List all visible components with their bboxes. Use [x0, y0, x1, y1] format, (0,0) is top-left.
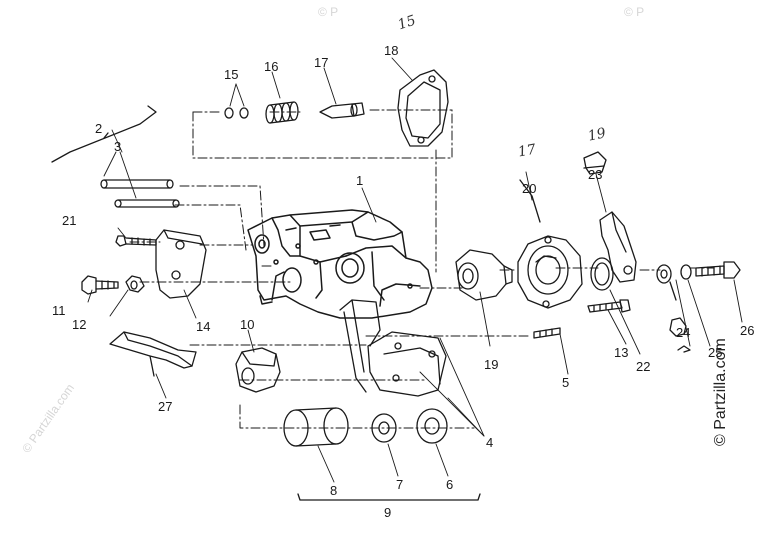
bracket-2 [51, 105, 157, 163]
spring-16 [265, 101, 299, 124]
alignment-lines [129, 109, 715, 429]
clip-25 [677, 264, 692, 353]
callout-25: 25 [708, 345, 723, 360]
washer-6 [416, 408, 448, 444]
callout-2: 2 [95, 121, 103, 136]
callout-1: 1 [356, 173, 364, 188]
callout-23: 23 [588, 167, 603, 182]
sleeve-8 [283, 407, 349, 447]
callout-19: 19 [484, 357, 499, 372]
pins-3 [100, 179, 180, 208]
lever-23 [583, 151, 637, 283]
callout-15: 15 [224, 67, 239, 82]
handwritten-note-23: 19 [586, 125, 608, 145]
cover-20 [517, 179, 583, 309]
watermark-top-right: © P [624, 5, 645, 19]
gasket-18 [397, 69, 449, 147]
bolt-11 [81, 275, 119, 295]
callout-27: 27 [158, 399, 173, 414]
housing-1 [247, 209, 433, 319]
shims-4 [339, 299, 447, 397]
callout-22: 22 [636, 359, 651, 374]
callout-4: 4 [486, 435, 494, 450]
washer-24 [656, 264, 687, 337]
callout-10: 10 [240, 317, 255, 332]
callout-8: 8 [330, 483, 338, 498]
callout-26: 26 [740, 323, 755, 338]
plate-14 [155, 229, 207, 299]
seal-housing-19 [455, 249, 513, 301]
callout-7: 7 [396, 477, 404, 492]
callout-18: 18 [384, 43, 399, 58]
screw-13 [587, 299, 631, 313]
callout-12: 12 [72, 317, 87, 332]
nut-10 [235, 347, 281, 393]
fastener-5 [533, 327, 561, 339]
callout-24: 24 [676, 325, 691, 340]
copyright-credit: © Partzilla.com [712, 338, 729, 446]
callout-3: 3 [114, 139, 122, 154]
bracket-9 [297, 493, 481, 501]
nut-12 [125, 275, 145, 293]
bolt-21 [115, 235, 157, 247]
callout-17: 17 [314, 55, 329, 70]
ring-22 [590, 257, 614, 291]
callout-9: 9 [384, 505, 392, 520]
plunger-17 [319, 102, 365, 119]
orings-15 [224, 107, 249, 119]
callout-14: 14 [196, 319, 211, 334]
callout-21: 21 [62, 213, 77, 228]
callout-16: 16 [264, 59, 279, 74]
callout-11: 11 [52, 303, 66, 318]
handwritten-note-20: 17 [516, 141, 538, 161]
bolt-26 [695, 261, 741, 279]
callout-20: 20 [522, 181, 537, 196]
callout-5: 5 [562, 375, 570, 390]
callout-6: 6 [446, 477, 454, 492]
bracket-27 [109, 331, 197, 377]
leader-lines [87, 57, 743, 483]
callout-13: 13 [614, 345, 629, 360]
washer-7 [371, 413, 397, 443]
watermark-top-center: © P [318, 5, 339, 19]
